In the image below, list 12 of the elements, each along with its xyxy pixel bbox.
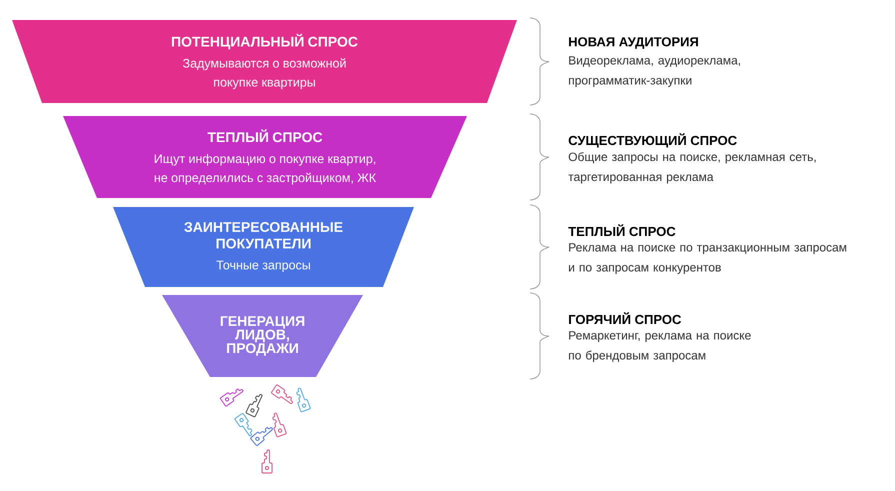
side-description: Общие запросы на поиске, рекламная сеть, таргетированная реклама [568, 152, 816, 184]
side-heading: СУЩЕСТВУЮЩИЙ СПРОС [568, 133, 737, 148]
side-description: Ремаркетинг, реклама на поиске по брендовым запросам [569, 331, 751, 362]
side-heading: НОВАЯ АУДИТОРИЯ [569, 37, 698, 49]
side-heading: ТЕПЛЫЙ СПРОС [568, 224, 676, 236]
funnel-tier: ЗАИНТЕРЕСОВАННЫЕ ПОКУПАТЕЛИ Точные запросы [113, 207, 414, 287]
side-description: Видеореклама, аудиореклама, программатик-закупки [569, 56, 740, 87]
side-heading: ГОРЯЧИЙ СПРОС [569, 312, 682, 324]
funnel-tier: ГЕНЕРАЦИЯ ЛИДОВ, ПРОДАЖИ [162, 295, 363, 377]
funnel-tier: ПОТЕНЦИАЛЬНЫЙ СПРОС Задумываются о возможной покупке квартиры [12, 20, 517, 103]
side-description: Реклама на поиске по транзакционным запросам и по запросам конкурентов [569, 243, 846, 274]
funnel-tier: ТЕПЛЫЙ СПРОС Ищут информацию о покупке квартир, не определились с застройщиком, ЖК [63, 116, 467, 198]
